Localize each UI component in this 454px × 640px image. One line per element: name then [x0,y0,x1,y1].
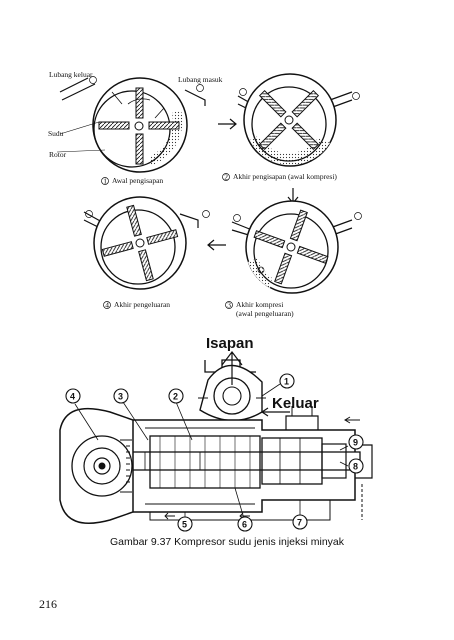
stage-3-caption: Akhir kompresi [236,300,283,309]
compressor-markers: 1 2 3 4 5 6 7 8 9 [65,373,364,532]
stage-3-number: 3 [227,301,231,310]
keluar-arrow [260,407,290,417]
marker-7: 7 [297,518,302,528]
lubang-masuk-label: Lubang masuk [178,75,223,84]
stage-4-number-circle [103,301,111,309]
stage-1-number: 1 [103,177,107,186]
stage-2-number-circle [222,173,230,181]
stage-1-diagram [56,76,206,173]
page-number: 216 [39,597,57,611]
stage-4-diagram [83,196,210,290]
marker-4: 4 [70,392,75,402]
marker-8: 8 [353,462,358,472]
rotor-label: Rotor [49,150,67,159]
marker-3: 3 [118,392,123,402]
stage-1-number-circle [101,177,109,185]
isapan-label: Isapan [206,335,254,352]
marker-1: 1 [284,377,289,387]
stage-2-diagram [237,73,360,167]
stage-3-number-circle [225,301,233,309]
sudu-label: Sudu [48,129,64,138]
lubang-keluar-text: Lubang keluar [49,70,93,79]
stage-1-caption: Awal pengisapan [112,176,163,185]
arrow-right [218,118,237,130]
stage-3-caption-2: (awal pengeluaran) [236,309,294,318]
stage-2-number: 2 [224,173,228,182]
stage-2-caption: Akhir pengisapan (awal kompresi) [233,172,337,181]
marker-6: 6 [242,520,247,530]
marker-2: 2 [173,392,178,402]
keluar-label: Keluar [272,395,319,412]
lubang-keluar-label: Lubang keluar [49,70,93,79]
marker-5: 5 [182,520,187,530]
stage-4-number: 4 [105,301,109,310]
stage-4-caption: Akhir pengeluaran [114,300,170,309]
compressor-cross-section [59,351,373,524]
lubang-masuk-text: Lubang masuk [178,75,223,84]
stage-3-diagram [231,200,362,294]
marker-9: 9 [353,438,358,448]
figure-caption: Gambar 9.37 Kompresor sudu jenis injeksi… [109,536,345,548]
arrow-left [207,239,226,251]
